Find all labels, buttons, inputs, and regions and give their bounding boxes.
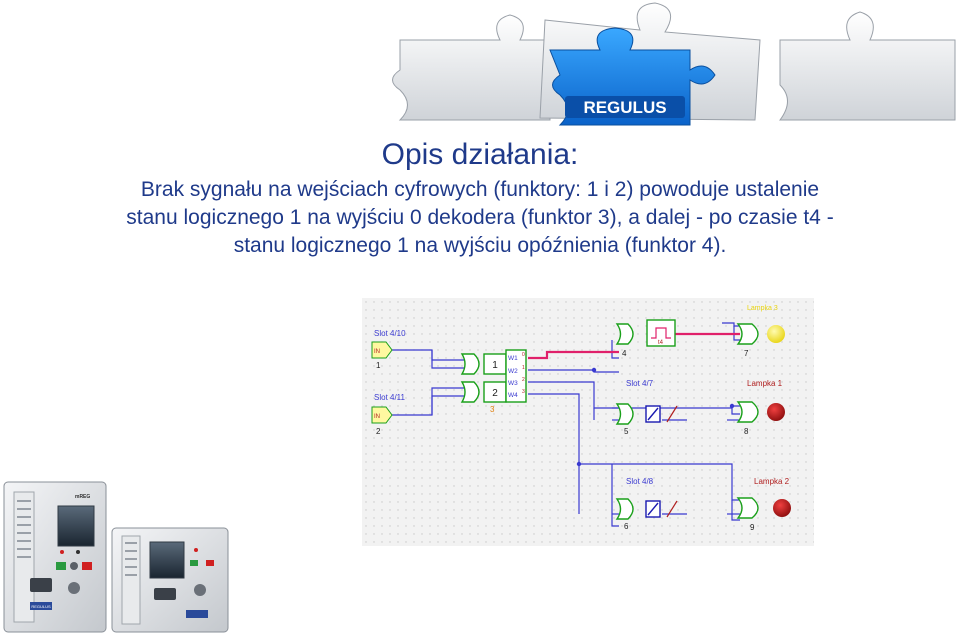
block-number: 1 [376,361,381,370]
block-number: 6 [624,522,629,531]
regulus-logo: REGULUS [565,96,685,118]
slot-label: Slot 4/11 [374,393,406,402]
block-number: 4 [622,349,627,358]
lamp-on-icon [767,325,785,343]
description: Brak sygnału na wejściach cyfrowych (fun… [20,176,940,260]
device-brand: mREG [75,494,90,500]
block-number: 2 [376,427,381,436]
input-tag: IN [374,414,380,420]
decoder-output: W1 [508,355,518,362]
decoder-output: W3 [508,380,518,387]
delay-label: t4 [658,340,664,346]
lamp-label: Lampka 1 [747,379,783,388]
device-logo: REGULUS [31,604,51,609]
description-line: Brak sygnału na wejściach cyfrowych (fun… [20,176,940,204]
decoder-output: W2 [508,368,518,375]
slot-label: Slot 4/10 [374,329,406,338]
block-number: 5 [624,427,629,436]
junction-dot [730,404,734,408]
controller-devices: mREG REGULUS [0,470,240,634]
puzzle-banner: REGULUS [380,0,960,130]
decoder-port: 0 [522,352,525,358]
decoder-output: W4 [508,392,518,399]
block-number: 7 [744,349,749,358]
logic-diagram: Slot 4/10 IN 1 Slot 4/11 IN 2 1 2 W1 W2 … [362,298,814,546]
lamp-label: Lampka 2 [754,477,790,486]
junction-dot [577,462,581,466]
lamp-off-icon [773,499,791,517]
decoder-port: 3 [522,389,525,395]
block-number: 3 [490,405,495,414]
block-number: 9 [750,523,755,532]
gate-label: 2 [492,388,498,399]
logo-text: REGULUS [583,98,666,117]
slot-label: Slot 4/8 [626,477,654,486]
description-line: stanu logicznego 1 na wyjściu opóźnienia… [20,232,940,260]
decoder-port: 2 [522,377,525,383]
decoder-port: 1 [522,365,525,371]
lamp-off-icon [767,403,785,421]
block-number: 8 [744,427,749,436]
page-title: Opis działania: [0,138,960,172]
controller-small [112,528,228,632]
input-tag: IN [374,349,380,355]
description-line: stanu logicznego 1 na wyjściu 0 dekodera… [20,204,940,232]
controller-large: mREG REGULUS [4,482,106,632]
lamp-label: Lampka 3 [747,305,778,312]
junction-dot [592,368,596,372]
slot-label: Slot 4/7 [626,379,654,388]
gate-label: 1 [492,360,498,371]
